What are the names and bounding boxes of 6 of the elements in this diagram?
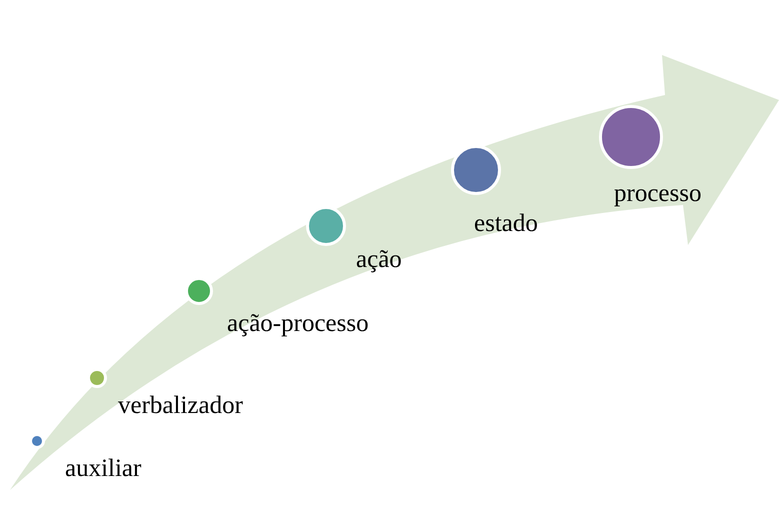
stage-label: estado — [474, 210, 538, 238]
stage-label: verbalizador — [118, 392, 243, 420]
stage-label: ação-processo — [227, 310, 369, 338]
stage-label: ação — [356, 246, 402, 274]
stage-label: processo — [614, 180, 702, 208]
stage-label: auxiliar — [65, 455, 142, 483]
